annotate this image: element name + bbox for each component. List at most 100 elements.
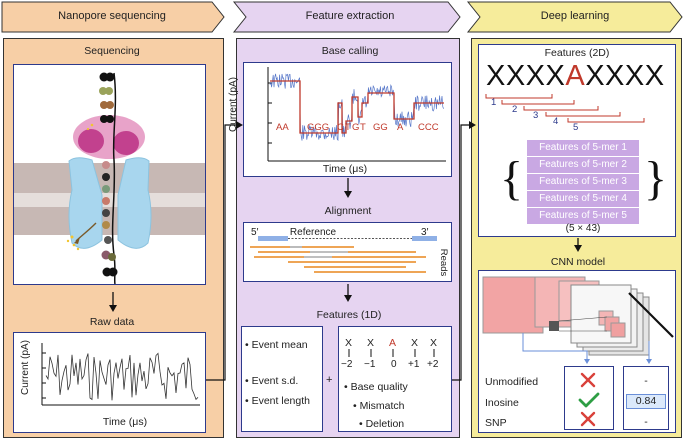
prediction-marks [578,372,600,427]
feature-banner-shape [232,1,461,33]
raw-y-ticks [42,352,46,399]
kmer-base-p1: X [411,337,419,349]
alignment-graphic [250,236,437,273]
window-1-bracket [485,94,553,99]
base-label-row: AA GGG C T G T GG A CCC [244,122,450,136]
window-number-4: 4 [553,116,559,127]
deletion-text: Deletion [365,418,405,430]
event-sd-item: • Event s.d. [245,375,299,387]
sequence-display: XXXXAXXXX [486,60,665,92]
event-length-item: • Event length [245,395,310,407]
stage-title-deep: Deep learning [540,10,610,22]
bc-ylabel: Current (pA) [228,76,240,133]
features-to-dl-connector [452,121,476,381]
bc-signal-noise [269,73,444,142]
kmer-pos-p1: +1 [408,359,420,370]
base-quality-item: • Base quality [344,381,408,393]
nanopore-down-arrow [109,292,117,312]
kmer-feature-5: Features of 5-mer 5 [527,208,639,224]
cnn-feature-maps [570,284,650,356]
kmer-base-p2: X [430,337,438,349]
score-box [623,366,669,430]
raw-xlabel: Time (μs) [102,416,148,428]
reads-label: Reads [438,248,450,277]
base-label-t: T [345,122,351,133]
window-2-bracket [501,100,575,105]
class-unmodified: Unmodified [485,376,539,388]
align-down-arrow [344,284,352,302]
cnn-architecture [482,276,674,364]
raw-signal-plot [41,343,200,406]
window-number-5: 5 [573,122,579,133]
base-label-c: C [337,122,344,133]
nanopore-banner-shape [1,1,225,33]
kmer-ticks [348,349,435,357]
stage-title-feature: Feature extraction [305,10,395,22]
bc-event-steps [270,80,444,134]
sequencing-title: Sequencing [84,45,140,57]
feature-dimension: (5 × 43) [565,223,601,234]
window-3-bracket [523,106,599,111]
reference-right-block [412,236,437,241]
three-prime-label: 3′ [421,227,429,238]
base-label-a: A [397,122,404,133]
kmer-bases-row: X X A X X [345,337,445,349]
bc-xlabel: Time (μs) [322,163,368,175]
event-length-text: Event length [251,395,310,407]
stage-banners [1,1,683,33]
mismatch-text: Mismatch [359,400,405,412]
cnn-title: CNN model [550,256,606,268]
event-mean-item: • Event mean [245,339,308,351]
cnn-layer-1 [482,276,544,334]
base-label-gg: GG [373,122,388,133]
kmer-pos-m2: −2 [341,359,353,370]
reference-label: Reference [289,227,337,238]
base-calling-plot [267,67,446,162]
cnn-output-line [628,292,674,338]
plus-sign: + [326,374,333,386]
sequence-left: XXXX [486,60,566,92]
kmer-base-m2: X [345,337,353,349]
kmer-positions-row: −2 −1 0 +1 +2 [341,359,445,371]
nanopore-right-wall [117,157,152,249]
base-label-g: G [352,122,360,133]
motor-protein-lobe-right [113,131,139,155]
window-5-bracket [567,118,645,123]
deep-banner-shape [466,1,683,33]
window-number-3: 3 [533,110,539,121]
raw-signal-trace [45,352,199,401]
base-label-t2: T [360,122,366,133]
raw-data-title: Raw data [89,316,135,328]
kmer-base-m1: X [367,337,375,349]
kmer-pos-p2: +2 [427,359,439,370]
features-2d-title: Features (2D) [544,47,610,59]
class-inosine: Inosine [485,397,519,409]
raw-to-features-connector [206,121,243,381]
score-unmodified: - [644,375,648,387]
base-label-ggg: GGG [307,122,330,133]
kmer-pos-0: 0 [391,359,397,370]
window-brackets [485,94,645,123]
window-4-bracket [545,112,621,117]
cnn-arrowhead-right [646,359,652,364]
sequence-center: A [565,60,586,92]
score-snp: - [644,416,648,428]
cross-icon-snp [580,411,596,427]
kmer-base-center: A [389,337,397,349]
prediction-box [564,366,614,430]
class-snp: SNP [485,417,507,429]
window-number-1: 1 [491,97,497,108]
bc-down-arrow [344,178,352,198]
left-brace: { [500,152,524,205]
release-sparks [66,123,94,251]
dl-down-arrow [574,238,582,252]
motor-protein-lobe-left [78,129,104,153]
read-gaps [290,246,348,258]
kmer-feature-3: Features of 5-mer 3 [527,174,639,190]
window-number-2: 2 [512,104,518,115]
base-calling-title: Base calling [321,45,379,57]
check-icon [578,392,600,408]
alignment-title: Alignment [324,205,372,217]
cnn-projection-lines [558,316,608,332]
score-inosine: 0.84 [626,394,666,409]
